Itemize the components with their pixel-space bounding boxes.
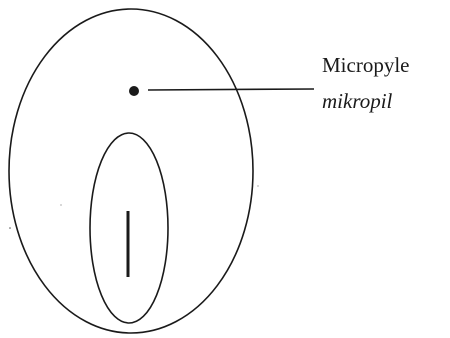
micropyle-dot xyxy=(129,86,139,96)
scan-speck xyxy=(9,227,11,229)
micropyle-label: Micropyle xyxy=(322,55,409,76)
micropyle-label-translation: mikropil xyxy=(322,91,392,112)
micropyle-leader-line xyxy=(148,89,314,90)
scan-speck xyxy=(257,185,258,186)
scan-speck xyxy=(60,204,61,205)
seed-outline xyxy=(9,9,253,333)
